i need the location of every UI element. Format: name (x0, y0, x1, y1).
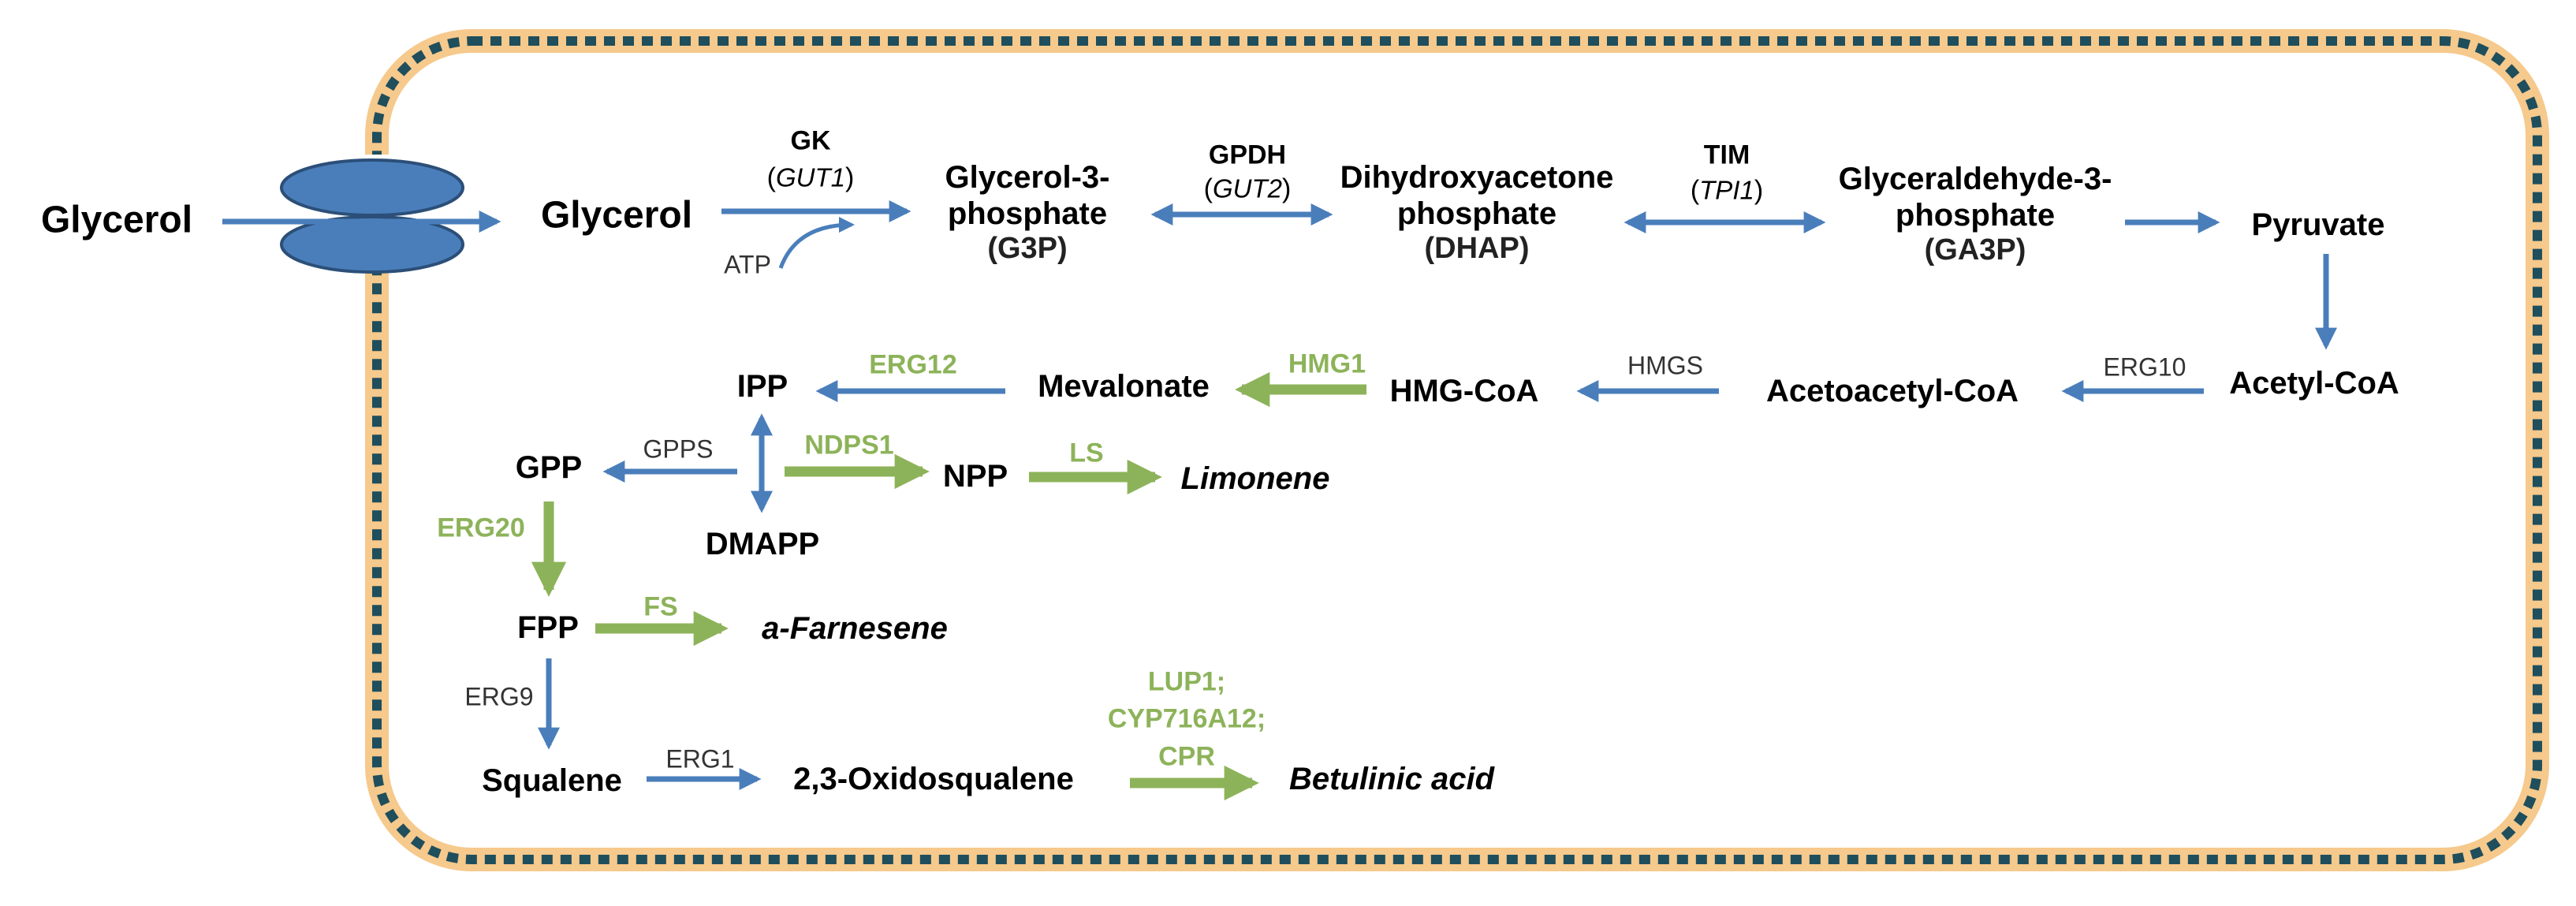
enzyme-gpdh: GPDH (1208, 140, 1287, 170)
enzyme-erg20: ERG20 (437, 513, 525, 543)
enzyme-tim: TIM (1703, 140, 1750, 170)
extracellular-glycerol: Glycerol (40, 199, 193, 241)
gene-tpi1: (TPI1) (1691, 175, 1763, 206)
dhap-line2: phosphate (1396, 196, 1557, 232)
enzyme-fs: FS (643, 591, 678, 622)
gene-gut2-close: ) (1282, 173, 1292, 204)
compound-g3p: Glycerol-3- phosphate (G3P) (945, 159, 1110, 267)
compound-mevalonate: Mevalonate (1038, 369, 1210, 404)
dhap-abbr: (DHAP) (1424, 232, 1530, 266)
enzyme-hmgs: HMGS (1627, 351, 1703, 380)
compound-acetoacetyl-coa: Acetoacetyl-CoA (1765, 374, 2019, 408)
g3p-line2: phosphate (947, 196, 1108, 232)
gene-gut1: (GUT1) (767, 162, 855, 193)
compound-hmg-coa: HMG-CoA (1389, 374, 1539, 408)
enzyme-gk-name: GK (790, 125, 831, 156)
compound-squalene: Squalene (482, 763, 622, 798)
enzyme-gk: GK (791, 125, 831, 156)
gene-tpi1-close: ) (1754, 175, 1764, 206)
gene-gut2-open: ( (1203, 173, 1213, 204)
compound-dmapp: DMAPP (705, 527, 820, 561)
enzyme-lup1: LUP1; (1147, 666, 1226, 697)
enzyme-cyp716a12: CYP716A12; (1107, 703, 1266, 734)
enzyme-ndps1: NDPS1 (804, 430, 894, 460)
gene-tpi1-open: ( (1690, 175, 1700, 206)
gene-gut1-close: ) (845, 162, 855, 193)
enzyme-erg1: ERG1 (665, 744, 735, 774)
compound-npp: NPP (942, 459, 1008, 494)
gene-gut1-open: ( (766, 162, 776, 193)
enzyme-hmg1: HMG1 (1288, 349, 1366, 379)
transporter-top (280, 158, 464, 217)
enzyme-gpps: GPPS (643, 434, 714, 464)
cofactor-atp: ATP (724, 250, 771, 279)
compound-dhap: Dihydroxyacetone phosphate (DHAP) (1340, 159, 1614, 267)
product-a-farnesene: a-Farnesene (762, 611, 948, 646)
enzyme-ls: LS (1069, 438, 1104, 468)
product-limonene: Limonene (1180, 461, 1330, 496)
gene-gut1-name: GUT1 (775, 162, 846, 192)
gene-gut2-name: GUT2 (1212, 173, 1283, 203)
compound-gpp: GPP (515, 450, 583, 485)
compound-fpp: FPP (517, 610, 579, 645)
enzyme-cpr: CPR (1158, 741, 1215, 772)
cell-membrane (372, 36, 2542, 864)
compound-ipp: IPP (736, 369, 788, 404)
gene-tpi1-name: TPI1 (1699, 175, 1754, 205)
ga3p-line2: phosphate (1895, 198, 2056, 233)
transporter-bottom (280, 215, 464, 274)
gene-gut2: (GUT2) (1204, 173, 1292, 204)
dhap-line1: Dihydroxyacetone (1340, 160, 1614, 196)
ga3p-line1: Glyceraldehyde-3- (1838, 162, 2112, 197)
compound-acetyl-coa: Acetyl-CoA (2229, 366, 2399, 401)
arrow-atp (778, 217, 855, 269)
compound-glycerol: Glycerol (540, 194, 693, 237)
compound-2-3-oxidosqualene: 2,3-Oxidosqualene (793, 762, 1074, 796)
ga3p-abbr: (GA3P) (1924, 233, 2026, 267)
g3p-abbr: (G3P) (987, 232, 1068, 266)
enzyme-erg9: ERG9 (464, 682, 534, 711)
product-betulinic-acid: Betulinic acid (1288, 762, 1495, 796)
enzyme-erg10: ERG10 (2103, 352, 2186, 382)
g3p-line1: Glycerol-3- (945, 160, 1110, 196)
enzyme-erg12: ERG12 (869, 349, 957, 380)
compound-pyruvate: Pyruvate (2251, 207, 2385, 242)
compound-ga3p: Glyceraldehyde-3- phosphate (GA3P) (1839, 161, 2112, 268)
